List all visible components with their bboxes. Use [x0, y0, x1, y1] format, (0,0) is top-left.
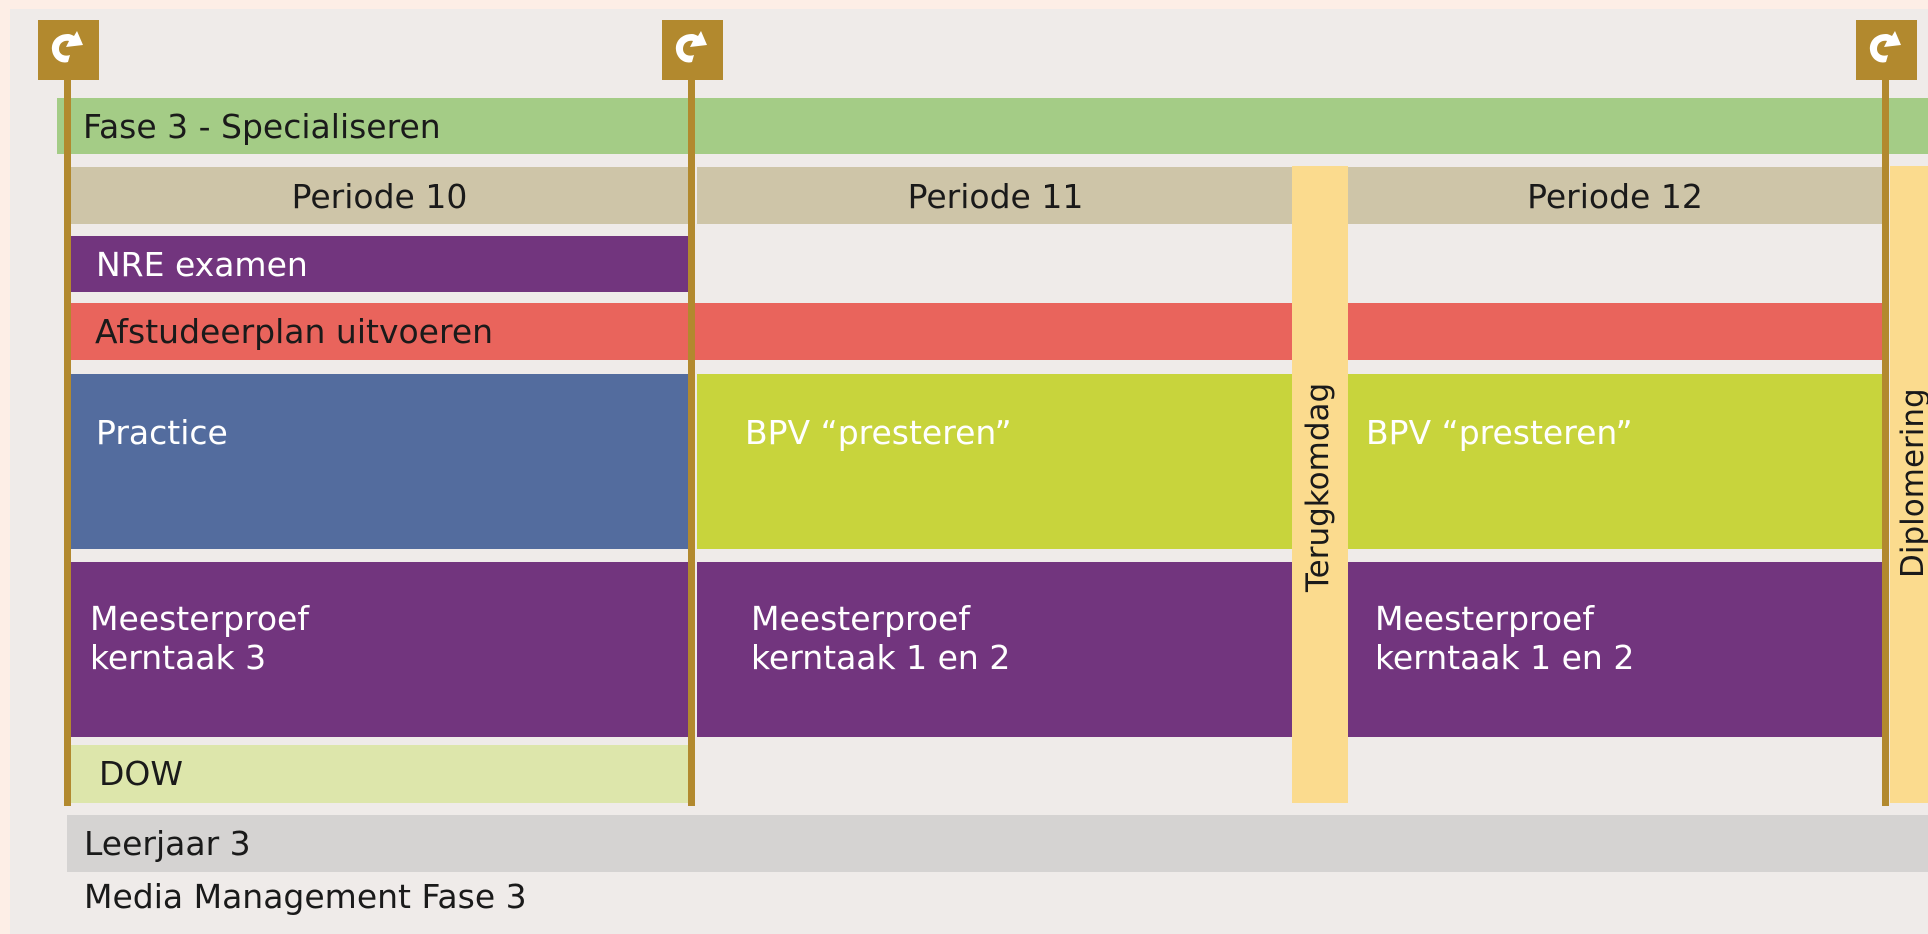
bpv-presteren-block-11: BPV “presteren”	[697, 374, 1294, 549]
dow-label: DOW	[99, 754, 184, 793]
milestone-line-1	[64, 75, 71, 806]
meesterproef-label: Meesterproef kerntaak 1 en 2	[1375, 599, 1635, 677]
nre-examen-label: NRE examen	[96, 245, 308, 284]
milestone-arrow-icon	[1869, 31, 1901, 63]
terugkomdag-band: Terugkomdag	[1292, 166, 1348, 803]
practice-label: Practice	[96, 413, 228, 452]
year-label: Leerjaar 3	[84, 824, 251, 863]
bpv-presteren-label: BPV “presteren”	[745, 413, 1012, 452]
milestone-flag-icon	[38, 20, 99, 80]
milestone-flag-icon	[662, 20, 723, 80]
meesterproef-label: Meesterproef kerntaak 1 en 2	[751, 599, 1011, 677]
diplomering-band: Diplomering	[1890, 166, 1928, 803]
meesterproef-label: Meesterproef kerntaak 3	[90, 599, 309, 677]
milestone-arrow-icon	[51, 31, 83, 63]
period-label: Periode 12	[1527, 177, 1703, 216]
bpv-presteren-block-12: BPV “presteren”	[1348, 374, 1882, 549]
afstudeerplan-block: Afstudeerplan uitvoeren	[71, 303, 1294, 360]
bpv-presteren-label: BPV “presteren”	[1366, 413, 1633, 452]
nre-examen-block: NRE examen	[71, 236, 688, 292]
period-label: Periode 11	[907, 177, 1084, 216]
milestone-line-3	[1882, 75, 1889, 806]
afstudeerplan-block-continued	[1348, 303, 1882, 360]
period-header-10: Periode 10	[71, 167, 688, 224]
terugkomdag-label: Terugkomdag	[1300, 382, 1336, 592]
diplomering-label: Diplomering	[1895, 388, 1928, 578]
meesterproef-block-12: Meesterproef kerntaak 1 en 2	[1348, 562, 1882, 737]
milestone-line-2	[688, 75, 695, 806]
phase-bar: Fase 3 - Specialiseren	[57, 98, 1928, 154]
milestone-flag-icon	[1856, 20, 1917, 80]
afstudeerplan-label: Afstudeerplan uitvoeren	[95, 312, 494, 351]
diagram-caption: Media Management Fase 3	[84, 877, 527, 916]
year-bar: Leerjaar 3	[67, 815, 1928, 872]
practice-block: Practice	[71, 374, 688, 549]
meesterproef-block-10: Meesterproef kerntaak 3	[71, 562, 688, 737]
period-label: Periode 10	[291, 177, 468, 216]
meesterproef-block-11: Meesterproef kerntaak 1 en 2	[697, 562, 1294, 737]
phase-label: Fase 3 - Specialiseren	[83, 107, 441, 146]
period-header-11: Periode 11	[697, 167, 1294, 224]
milestone-arrow-icon	[675, 31, 707, 63]
dow-block: DOW	[71, 745, 688, 803]
period-header-12: Periode 12	[1348, 167, 1882, 224]
